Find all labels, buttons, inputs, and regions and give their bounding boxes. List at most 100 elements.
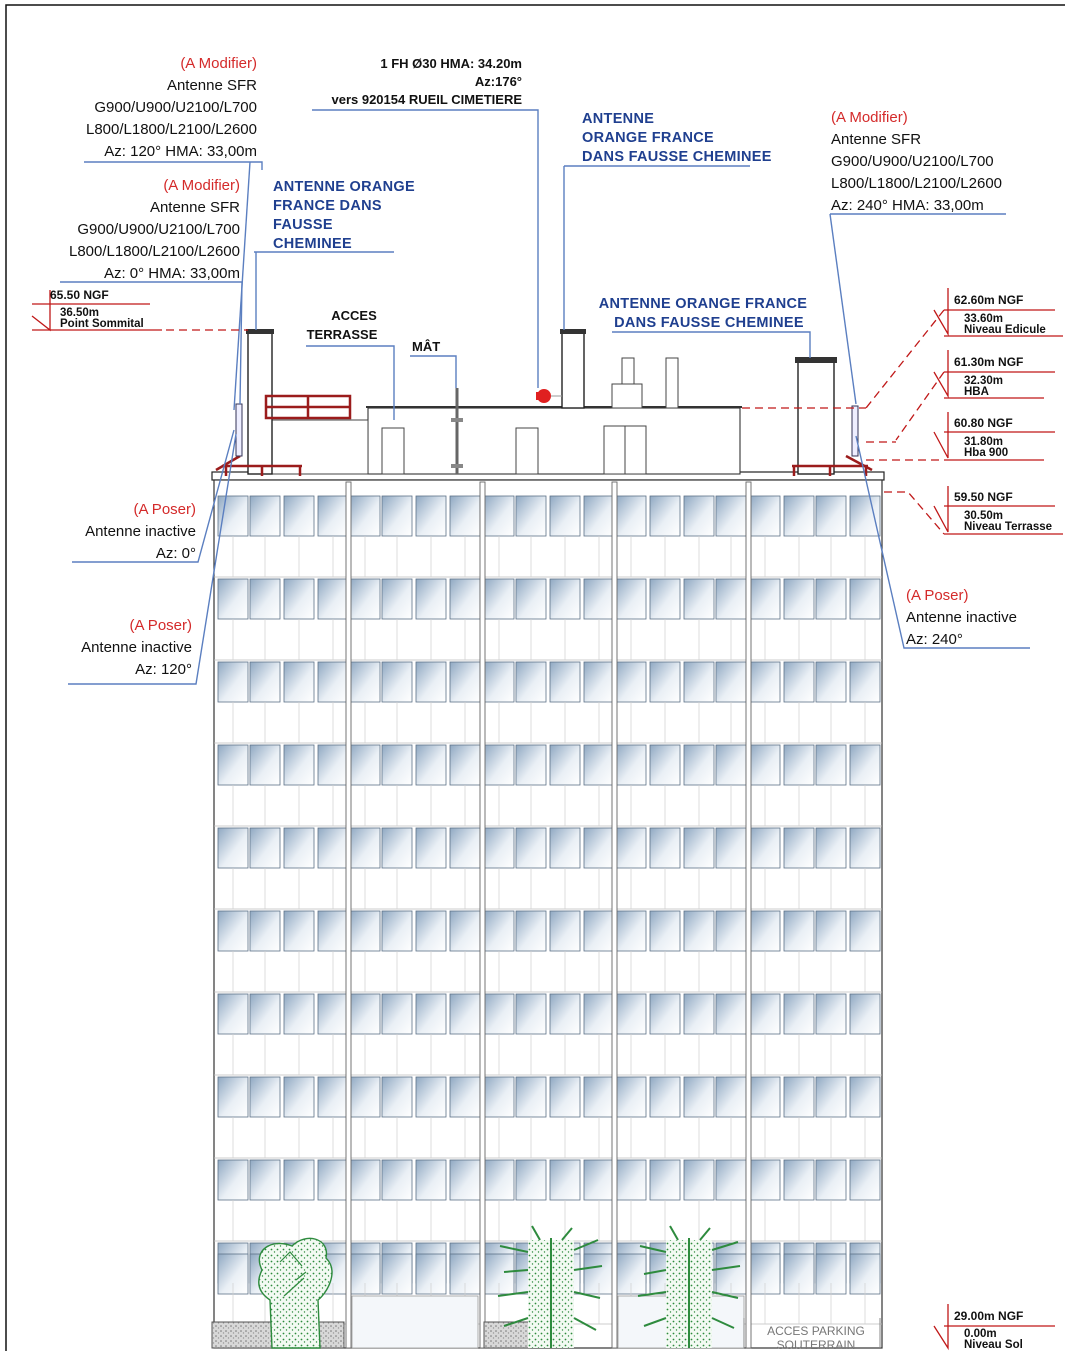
window-pane bbox=[715, 578, 747, 620]
window-pane bbox=[217, 744, 249, 786]
window-pane bbox=[683, 1159, 715, 1201]
window-pane bbox=[583, 578, 615, 620]
window-pane bbox=[849, 578, 881, 620]
window-pane bbox=[449, 1159, 481, 1201]
level-terrasse: 59.50 NGF 30.50m Niveau Terrasse bbox=[954, 490, 1052, 533]
window-pane bbox=[649, 910, 681, 952]
window-pane bbox=[749, 495, 781, 537]
sfr-left-120-status: (A Modifier) bbox=[180, 55, 257, 72]
window-pane bbox=[849, 744, 881, 786]
window-pane bbox=[715, 1159, 747, 1201]
window-pane bbox=[583, 910, 615, 952]
window-pane bbox=[749, 827, 781, 869]
window-pane bbox=[483, 910, 515, 952]
window-pane bbox=[815, 827, 847, 869]
window-pane bbox=[749, 1159, 781, 1201]
window-pane bbox=[415, 1159, 447, 1201]
window-pane bbox=[783, 910, 815, 952]
sfr-left-120-bands1: G900/U900/U2100/L700 bbox=[94, 99, 257, 116]
window-pane bbox=[615, 827, 647, 869]
window-pane bbox=[783, 495, 815, 537]
window-pane bbox=[549, 661, 581, 703]
window-pane bbox=[283, 827, 315, 869]
railings bbox=[215, 394, 873, 476]
window-pane bbox=[515, 744, 547, 786]
window-pane bbox=[815, 1159, 847, 1201]
level-terrasse-name: Niveau Terrasse bbox=[964, 521, 1052, 533]
window-pane bbox=[381, 1076, 413, 1118]
sfr-right-240-bands2: L800/L1800/L2100/L2600 bbox=[831, 175, 1002, 192]
window-pane bbox=[381, 1159, 413, 1201]
window-pane bbox=[615, 1159, 647, 1201]
orange-left-l3: FAUSSE bbox=[273, 217, 333, 233]
window-pane bbox=[449, 495, 481, 537]
mat-label: MÂT bbox=[412, 339, 440, 354]
window-pane bbox=[217, 993, 249, 1035]
window-pane bbox=[415, 827, 447, 869]
acces-terrasse-l2: TERRASSE bbox=[307, 327, 378, 342]
window-pane bbox=[381, 578, 413, 620]
window-pane bbox=[283, 1159, 315, 1201]
window-pane bbox=[483, 661, 515, 703]
inactive-0-label: (A Poser) Antenne inactive Az: 0° bbox=[85, 501, 196, 562]
window-pane bbox=[283, 910, 315, 952]
inactive-240-label: (A Poser) Antenne inactive Az: 240° bbox=[906, 587, 1017, 648]
window-pane bbox=[317, 578, 349, 620]
window-pane bbox=[615, 910, 647, 952]
window-pane bbox=[317, 495, 349, 537]
level-sommital-height: 36.50m bbox=[60, 307, 99, 319]
window-pane bbox=[615, 578, 647, 620]
ground-glazing bbox=[351, 1295, 479, 1349]
level-sol-ngf: 29.00m NGF bbox=[954, 1309, 1023, 1323]
inactive-120-label: (A Poser) Antenne inactive Az: 120° bbox=[81, 617, 192, 678]
window-pane bbox=[583, 1076, 615, 1118]
window-pane bbox=[649, 744, 681, 786]
inactive-240-az: Az: 240° bbox=[906, 631, 963, 648]
window-pane bbox=[217, 1159, 249, 1201]
sfr-right-240-name: Antenne SFR bbox=[831, 131, 921, 148]
window-pane bbox=[715, 744, 747, 786]
sfr-right-240-label: (A Modifier) Antenne SFR G900/U900/U2100… bbox=[831, 109, 1002, 214]
window-pane bbox=[549, 827, 581, 869]
level-edicule: 62.60m NGF 33.60m Niveau Edicule bbox=[954, 293, 1046, 336]
window-pane bbox=[449, 661, 481, 703]
window-pane bbox=[683, 993, 715, 1035]
false-chimney-left bbox=[247, 331, 273, 475]
level-terrasse-height: 30.50m bbox=[964, 510, 1003, 522]
window-pane bbox=[415, 910, 447, 952]
window-pane bbox=[349, 744, 381, 786]
window-pane bbox=[783, 993, 815, 1035]
window-pane bbox=[217, 910, 249, 952]
window-pane bbox=[815, 578, 847, 620]
window-pane bbox=[415, 661, 447, 703]
window-pane bbox=[749, 744, 781, 786]
inactive-0-az: Az: 0° bbox=[156, 545, 196, 562]
window-pane bbox=[249, 578, 281, 620]
sfr-left-120-az: Az: 120° HMA: 33,00m bbox=[104, 143, 257, 160]
window-pane bbox=[415, 993, 447, 1035]
sfr-left-120-bands2: L800/L1800/L2100/L2600 bbox=[86, 121, 257, 138]
window-pane bbox=[683, 910, 715, 952]
window-pane bbox=[483, 578, 515, 620]
window-pane bbox=[249, 1159, 281, 1201]
window-pane bbox=[317, 827, 349, 869]
window-pane bbox=[283, 578, 315, 620]
window-pane bbox=[483, 827, 515, 869]
structural-column bbox=[611, 481, 618, 1349]
sfr-right-240-az: Az: 240° HMA: 33,00m bbox=[831, 197, 984, 214]
window-pane bbox=[381, 993, 413, 1035]
window-pane bbox=[349, 993, 381, 1035]
sfr-right-240-status: (A Modifier) bbox=[831, 109, 908, 126]
window-pane bbox=[583, 1159, 615, 1201]
window-pane bbox=[317, 910, 349, 952]
window-pane bbox=[283, 993, 315, 1035]
level-edicule-ngf: 62.60m NGF bbox=[954, 293, 1023, 307]
window-pane bbox=[815, 910, 847, 952]
level-markers bbox=[31, 288, 1063, 1351]
level-edicule-name: Niveau Edicule bbox=[964, 324, 1046, 336]
window-pane bbox=[349, 661, 381, 703]
window-pane bbox=[317, 993, 349, 1035]
window-pane bbox=[349, 1076, 381, 1118]
window-pane bbox=[749, 993, 781, 1035]
window-pane bbox=[515, 495, 547, 537]
